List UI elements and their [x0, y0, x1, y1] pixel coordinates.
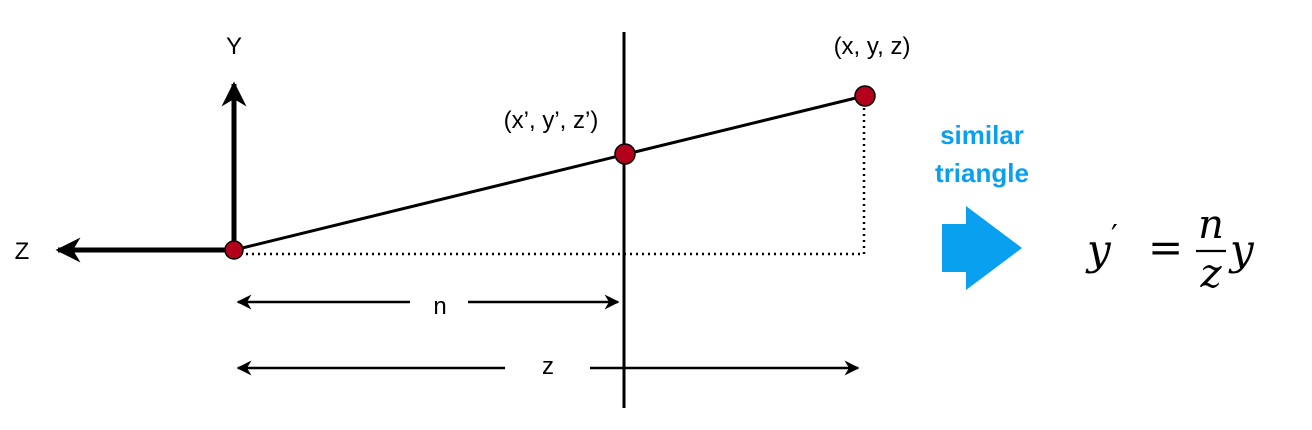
- formula-rhs: y: [1228, 225, 1255, 274]
- formula: y ′ = n z y: [1085, 202, 1255, 297]
- projected-point: [614, 143, 636, 165]
- projected-point-label: (x’, y’, z’): [504, 107, 599, 134]
- y-axis-label: Y: [226, 33, 242, 60]
- hint-line-1: similar: [940, 120, 1024, 150]
- original-point: [854, 85, 876, 107]
- hint-line-2: triangle: [935, 158, 1029, 188]
- formula-numerator: n: [1198, 202, 1224, 248]
- origin-point: [224, 240, 244, 260]
- formula-prime: ′: [1111, 219, 1118, 254]
- right-arrow-icon: [942, 206, 1022, 290]
- formula-lhs: y: [1085, 225, 1112, 274]
- z-distance-label: z: [542, 353, 554, 380]
- original-point-label: (x, y, z): [834, 33, 911, 60]
- n-distance-label: n: [433, 293, 446, 320]
- formula-denominator: z: [1199, 251, 1222, 297]
- projection-ray: [233, 94, 865, 252]
- z-axis-label: Z: [15, 238, 30, 265]
- formula-equals: =: [1148, 223, 1183, 272]
